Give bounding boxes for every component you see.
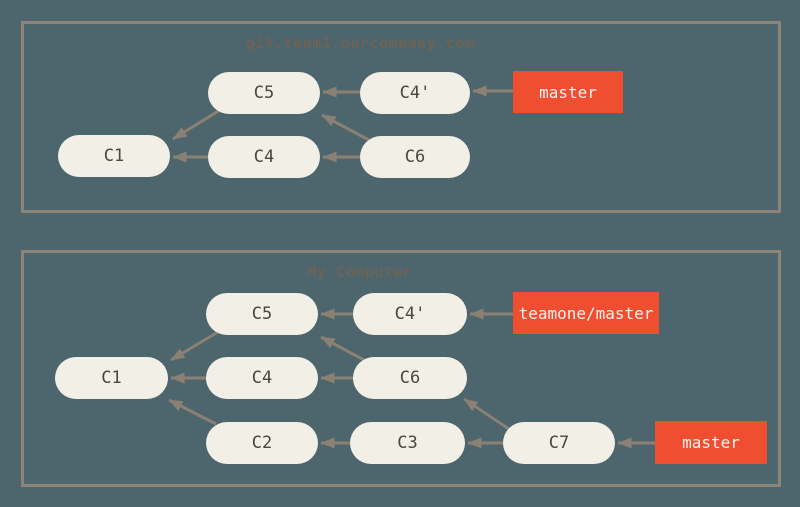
commit-node-local-c3: C3 — [350, 422, 465, 464]
branch-label-local-master: master — [655, 421, 767, 464]
commit-node-local-c1: C1 — [55, 357, 168, 399]
local-repo-title: My Computer — [307, 263, 413, 281]
commit-node-remote-c5: C5 — [208, 72, 320, 114]
branch-label-local-teamone-master: teamone/master — [513, 292, 659, 334]
remote-repo-title: git.team1.ourcompany.com — [245, 34, 475, 52]
local-repo-box: My Computer C5 C4' C1 C4 C6 C2 C3 C7 tea… — [21, 250, 781, 487]
commit-node-local-c6: C6 — [353, 357, 467, 399]
commit-node-remote-c1: C1 — [58, 135, 170, 177]
remote-repo-box: git.team1.ourcompany.com C1 C5 C4' C4 C6… — [21, 21, 781, 213]
commit-node-local-c5: C5 — [206, 293, 318, 335]
branch-label-remote-master: master — [513, 71, 623, 113]
commit-node-remote-c4-prime: C4' — [360, 72, 470, 114]
commit-node-local-c4-prime: C4' — [353, 293, 467, 335]
commit-node-local-c7: C7 — [503, 422, 615, 464]
commit-node-remote-c6: C6 — [360, 136, 470, 178]
commit-node-remote-c4: C4 — [208, 136, 320, 178]
commit-node-local-c4: C4 — [206, 357, 318, 399]
commit-node-local-c2: C2 — [206, 422, 318, 464]
